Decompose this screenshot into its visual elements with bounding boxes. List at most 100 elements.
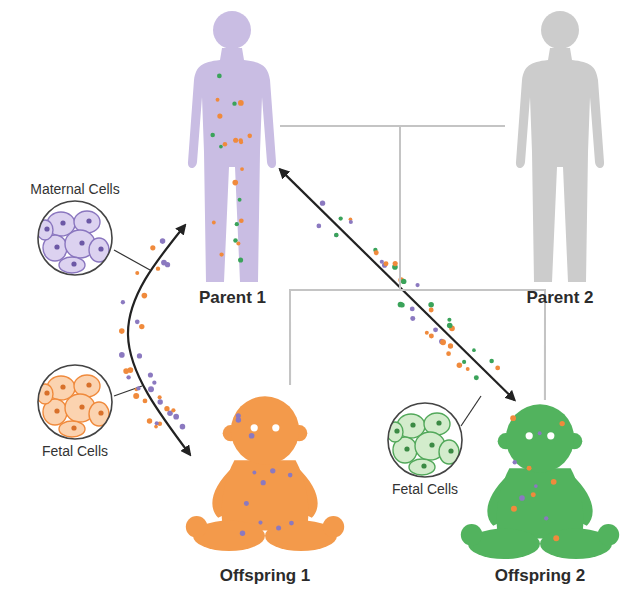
cell — [59, 421, 85, 437]
cell-dot — [155, 421, 159, 425]
cell-nucleus — [60, 384, 65, 389]
cell-dot — [425, 331, 429, 335]
cell-dot — [457, 363, 463, 369]
cell-nucleus — [98, 410, 103, 415]
cell-dot — [136, 386, 140, 390]
cell-dot — [462, 360, 466, 364]
baby-figure — [461, 404, 619, 559]
cell-dot — [219, 145, 223, 149]
cell-dot — [143, 398, 148, 403]
cell-dot — [534, 484, 538, 488]
figure-node: Offspring 1 — [190, 385, 340, 590]
cell-dot — [150, 245, 155, 250]
cell-dot — [126, 375, 130, 379]
cell-nucleus — [429, 442, 434, 447]
cell-dot — [128, 367, 134, 373]
cell-dot — [252, 471, 256, 475]
cell-dot — [152, 381, 156, 385]
cell-dot — [538, 431, 542, 435]
inset-label: Fetal Cells — [42, 442, 108, 460]
cell-dot — [142, 293, 148, 299]
cell-nucleus — [436, 420, 441, 425]
baby-figure — [186, 396, 344, 551]
cell-nucleus — [79, 240, 84, 245]
cell-dot — [472, 348, 476, 352]
cell-dot — [235, 222, 239, 226]
cell-dot — [216, 98, 220, 102]
cell-nucleus — [54, 244, 59, 249]
cell-dot — [119, 352, 125, 358]
cell-inset: Fetal Cells — [20, 362, 130, 460]
cell-dot — [171, 408, 175, 412]
parent-silhouette — [188, 11, 276, 282]
cell-dot — [165, 262, 170, 267]
cell — [59, 257, 85, 273]
cell-dot — [334, 233, 339, 238]
cell-dot — [270, 468, 275, 473]
cell-dot — [135, 319, 140, 324]
transfer-arrow — [280, 169, 515, 400]
cell-dot — [448, 343, 453, 348]
figure-label: Parent 2 — [526, 288, 593, 308]
family-line — [290, 126, 505, 385]
cell-dot — [158, 395, 162, 399]
cell-dot — [544, 516, 548, 520]
cell-dot — [276, 525, 281, 530]
leader-line — [114, 250, 150, 270]
cell-dot — [261, 480, 266, 485]
cell-dot — [495, 366, 500, 371]
cell-dot — [180, 424, 186, 430]
cell-dot — [527, 466, 532, 471]
cell-dot — [212, 221, 216, 225]
leader-line — [461, 396, 481, 426]
inset-label: Fetal Cells — [392, 480, 458, 498]
cell-nucleus — [98, 246, 103, 251]
cell-dot — [433, 327, 438, 332]
cell-dot — [553, 535, 559, 541]
cell-nucleus — [54, 408, 59, 413]
cell-dot — [156, 266, 160, 270]
cell-circle — [35, 362, 115, 442]
cell-inset: Fetal Cells — [370, 400, 480, 498]
inset-label: Maternal Cells — [30, 180, 119, 198]
cell-dot — [217, 74, 222, 79]
cell-dot — [410, 306, 415, 311]
cell-dot — [415, 283, 419, 287]
figure-node: Offspring 2 — [465, 400, 615, 590]
cell-dot — [247, 134, 252, 139]
cell-dot — [236, 241, 240, 245]
cell-nucleus — [404, 446, 409, 451]
cell-dot — [339, 216, 343, 220]
cell-dot — [466, 367, 470, 371]
cell-dot — [148, 372, 153, 377]
cell-nucleus — [79, 404, 84, 409]
cell-nucleus — [394, 428, 399, 433]
cell-dot — [219, 252, 223, 256]
figure-node: Parent 1 — [185, 2, 280, 312]
figure-node: Parent 2 — [505, 2, 615, 312]
cell-nucleus — [71, 425, 76, 430]
cell-dot — [154, 425, 158, 429]
cell-nucleus — [44, 226, 49, 231]
cell-dot — [133, 393, 139, 399]
cell-dot — [135, 271, 139, 275]
cell-dot — [121, 300, 125, 304]
cell-dot — [393, 261, 398, 266]
cell-nucleus — [421, 463, 426, 468]
cell-dot — [147, 418, 152, 423]
cell-nucleus — [86, 382, 91, 387]
cell-dot — [240, 531, 245, 536]
figure-label: Offspring 1 — [220, 566, 311, 586]
cell-inset: Maternal Cells — [20, 180, 130, 278]
cell-dot — [233, 138, 238, 143]
cell-dot — [400, 302, 405, 307]
cell-dot — [316, 224, 321, 229]
family-line — [400, 126, 545, 400]
cell-dot — [238, 198, 242, 202]
cell-dot — [559, 421, 564, 426]
cell-nucleus — [60, 220, 65, 225]
cell-dot — [139, 324, 144, 329]
cell-nucleus — [44, 390, 49, 395]
cell-dot — [236, 413, 241, 418]
family-line — [280, 126, 400, 385]
